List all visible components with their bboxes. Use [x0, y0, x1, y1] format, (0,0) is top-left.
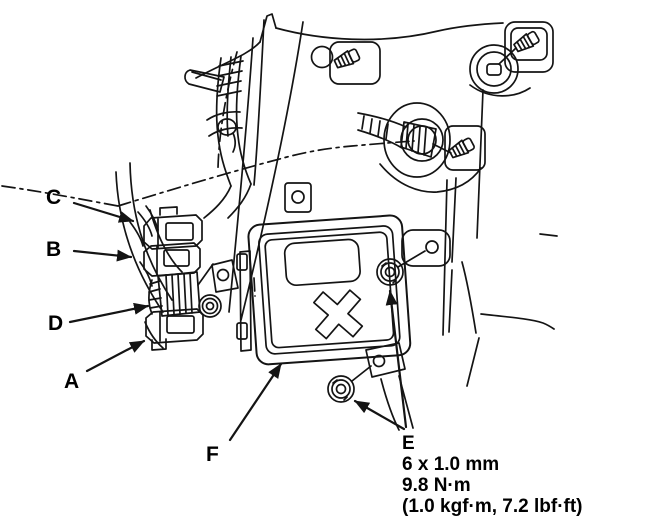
bolt-size: 6 x 1.0 mm: [402, 454, 500, 475]
body-screw-left-icon: [332, 46, 362, 72]
callout-c: C: [46, 186, 62, 209]
bolt-hole-bosses: [310, 21, 554, 97]
leader-arrows: [68, 201, 408, 442]
connector-d: [148, 271, 201, 317]
callout-d: D: [48, 312, 64, 335]
arrow-a: [85, 339, 146, 373]
torque-value-alt: (1.0 kgf·m, 7.2 lbf·ft): [402, 496, 583, 517]
arrow-c: [72, 201, 135, 223]
arrow-b: [72, 249, 133, 262]
callout-b: B: [46, 238, 62, 261]
ecm-module: [247, 214, 412, 366]
callout-e: E: [402, 433, 415, 454]
callout-a: A: [64, 370, 80, 393]
torque-spec: E 6 x 1.0 mm 9.8 N·m (1.0 kgf·m, 7.2 lbf…: [402, 433, 583, 517]
firewall-grommet: [357, 102, 486, 178]
arrow-d: [68, 302, 150, 324]
arrow-f: [228, 362, 283, 442]
ecm-x-emboss: [313, 289, 364, 340]
ecm-window: [283, 238, 361, 287]
body-screw-right-icon: [511, 29, 542, 55]
connector-c: [143, 206, 203, 250]
wire-harness: [115, 55, 252, 349]
arrow-e-upper: [385, 289, 408, 429]
mount-bolt-lower-icon: [327, 375, 355, 403]
ecm-bracket: [197, 182, 453, 382]
grommet-screw-icon: [446, 135, 477, 162]
torque-value-nm: 9.8 N·m: [402, 475, 471, 496]
mount-bolt-upper-icon: [376, 258, 404, 286]
bracket-bolt-small-icon: [198, 294, 222, 318]
engine-body-lines: [1, 13, 558, 431]
connector-b: [143, 242, 201, 277]
arrow-e-lower: [353, 399, 406, 431]
connector-a: [145, 308, 204, 351]
callout-f: F: [206, 443, 219, 466]
